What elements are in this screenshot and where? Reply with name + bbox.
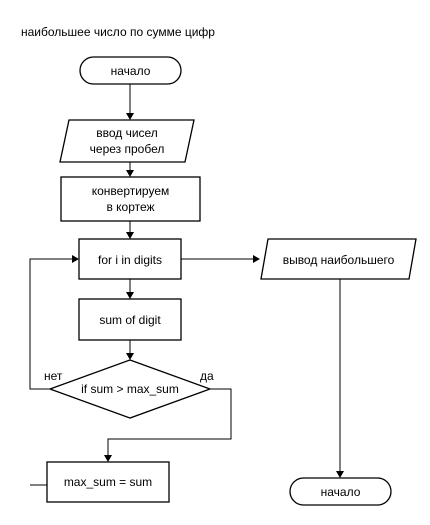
arrow-end: [336, 471, 344, 478]
output-label: вывод наибольшего: [283, 253, 395, 267]
assign-process-shape: [46, 461, 170, 503]
node-loop: for i in digits: [78, 238, 182, 280]
input-parallelogram-shape: [59, 119, 195, 163]
output-parallelogram-shape: [260, 238, 417, 280]
input-label-line-2: через пробел: [90, 142, 165, 156]
arrow-loop: [126, 232, 134, 239]
edge-label-yes: да: [200, 369, 214, 383]
arrow-loop-back-no: [72, 255, 79, 263]
node-end: начало: [289, 477, 392, 506]
arrow-output: [253, 255, 260, 263]
convert-label-line-2: в кортеж: [106, 200, 154, 214]
end-label: начало: [321, 485, 361, 499]
start-terminator-shape: [79, 56, 182, 85]
loop-process-shape: [78, 238, 182, 280]
arrow-assign: [104, 455, 112, 462]
node-input: ввод чисел через пробел: [59, 119, 195, 163]
arrow-condition: [126, 353, 134, 360]
loop-label: for i in digits: [98, 253, 162, 267]
input-label-line-1: ввод чисел: [96, 126, 158, 140]
node-output: вывод наибольшего: [260, 238, 417, 280]
convert-label-line-1: конвертируем: [92, 184, 170, 198]
node-sum: sum of digit: [78, 298, 182, 341]
arrow-convert: [126, 170, 134, 177]
node-assign: max_sum = sum: [46, 461, 170, 503]
assign-label: max_sum = sum: [64, 475, 152, 489]
edge-condition-yes: [107, 388, 232, 455]
condition-label: if sum > max_sum: [81, 382, 179, 396]
condition-decision-shape: [48, 359, 212, 419]
edges: [29, 84, 344, 486]
node-start: начало: [79, 56, 182, 85]
edge-condition-no: [29, 258, 72, 390]
sum-label: sum of digit: [99, 313, 161, 327]
node-convert: конвертируем в кортеж: [60, 176, 201, 222]
node-condition: if sum > max_sum: [48, 359, 212, 419]
arrow-input: [126, 113, 134, 120]
edge-label-no: нет: [44, 369, 63, 383]
arrow-sum: [126, 292, 134, 299]
diagram-title: наибольшее число по сумме цифр: [21, 25, 215, 39]
start-label: начало: [111, 64, 151, 78]
convert-process-shape: [60, 176, 201, 222]
end-terminator-shape: [289, 477, 392, 506]
sum-process-shape: [78, 298, 182, 341]
